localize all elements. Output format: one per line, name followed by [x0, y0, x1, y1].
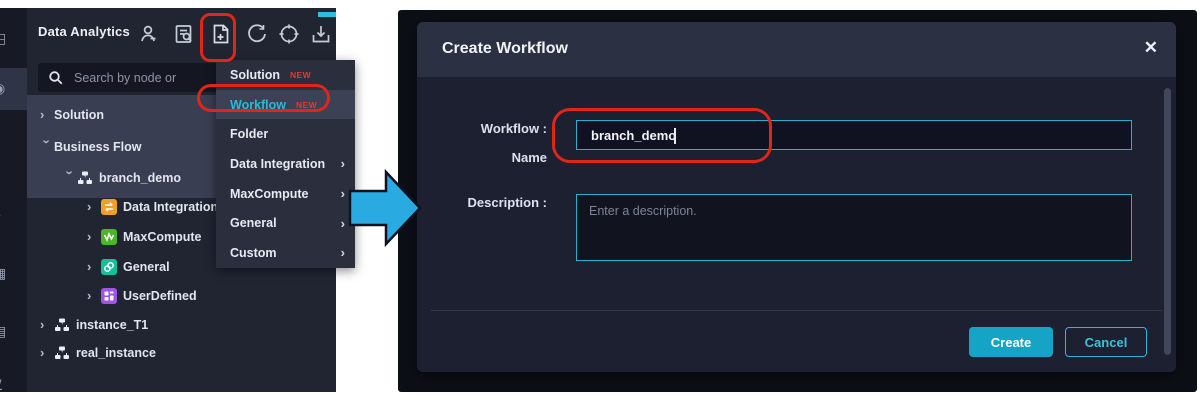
create-workflow-modal: Create Workflow ✕ Workflow : Name Descri…	[417, 22, 1176, 372]
rail-icon-7[interactable]: ⊻	[0, 375, 15, 395]
submenu-arrow-icon: ›	[340, 215, 345, 231]
tree-item-userdefined[interactable]: › UserDefined	[87, 287, 197, 304]
tree-item-real-instance[interactable]: › real_instance	[40, 344, 156, 361]
sitemap-icon	[54, 317, 70, 333]
tree-item-instance-t1[interactable]: › instance_T1	[40, 316, 149, 333]
rail-active-highlight	[0, 68, 27, 110]
rail-icon-1[interactable]: ◳	[0, 28, 15, 48]
workflow-name-input[interactable]	[577, 126, 1057, 144]
userdefined-icon	[101, 288, 117, 304]
description-input[interactable]	[577, 195, 1131, 260]
text-caret	[674, 128, 676, 144]
tree-item-maxcompute[interactable]: › MaxCompute	[87, 228, 202, 245]
chevron-down-icon[interactable]: ›	[39, 139, 55, 144]
maxcompute-icon	[101, 229, 117, 245]
tree-item-business-flow[interactable]: › Business Flow	[39, 139, 142, 154]
create-context-menu: Solution NEW Workflow NEW Folder Data In…	[216, 60, 355, 268]
chevron-right-icon[interactable]: ›	[40, 344, 45, 360]
workflow-name-label: Workflow : Name	[480, 121, 547, 165]
footer-divider	[431, 310, 1162, 311]
left-icon-rail: ◳ ◉ ⌕ ◔ ▦ ▤ ⊻	[0, 8, 27, 395]
modal-header: Create Workflow ✕	[417, 22, 1176, 77]
search-input[interactable]	[72, 69, 252, 86]
description-field	[576, 194, 1132, 261]
menu-item-data-integration[interactable]: Data Integration ›	[230, 156, 345, 172]
new-file-icon[interactable]	[209, 22, 233, 46]
transition-arrow	[348, 168, 422, 248]
new-badge: NEW	[296, 99, 318, 110]
general-icon	[101, 259, 117, 275]
sitemap-icon	[77, 170, 93, 186]
chevron-right-icon[interactable]: ›	[40, 106, 45, 122]
rail-icon-5[interactable]: ▦	[0, 263, 15, 283]
cancel-button[interactable]: Cancel	[1065, 327, 1147, 357]
menu-item-custom[interactable]: Custom ›	[230, 245, 345, 261]
rail-icon-6[interactable]: ▤	[0, 321, 15, 341]
checklist-search-icon[interactable]	[172, 22, 196, 46]
import-icon[interactable]	[309, 22, 333, 46]
modal-backdrop: Create Workflow ✕ Workflow : Name Descri…	[398, 10, 1197, 392]
submenu-arrow-icon: ›	[340, 186, 345, 202]
crosshair-icon[interactable]	[277, 22, 301, 46]
chevron-right-icon[interactable]: ›	[87, 198, 92, 214]
data-integration-icon	[101, 199, 117, 215]
chevron-right-icon[interactable]: ›	[87, 287, 92, 303]
search-icon	[49, 70, 63, 84]
modal-title: Create Workflow	[442, 40, 568, 57]
workflow-name-field	[576, 120, 1132, 150]
rail-icon-4[interactable]: ◔	[0, 205, 15, 225]
submenu-arrow-icon: ›	[340, 245, 345, 261]
menu-item-general[interactable]: General ›	[230, 215, 345, 231]
tree-item-data-integration[interactable]: › Data Integration	[87, 198, 219, 215]
menu-item-maxcompute[interactable]: MaxCompute ›	[230, 186, 345, 202]
close-icon[interactable]: ✕	[1143, 38, 1158, 57]
rail-icon-3[interactable]: ⌕	[0, 145, 15, 165]
tree-item-solution[interactable]: › Solution	[40, 106, 104, 123]
description-label: Description :	[467, 195, 547, 210]
new-badge: NEW	[290, 69, 312, 80]
chevron-right-icon[interactable]: ›	[87, 228, 92, 244]
chevron-down-icon[interactable]: ›	[62, 170, 78, 175]
menu-item-solution[interactable]: Solution NEW	[230, 67, 312, 82]
panel-title: Data Analytics	[38, 24, 130, 39]
user-icon[interactable]	[137, 22, 161, 46]
panel-scroll-indicator[interactable]	[318, 12, 336, 17]
tree-item-general[interactable]: › General	[87, 258, 170, 275]
tree-item-branch-demo[interactable]: › branch_demo	[62, 170, 181, 186]
sitemap-icon	[54, 345, 70, 361]
menu-item-workflow[interactable]: Workflow NEW	[216, 89, 355, 120]
chevron-right-icon[interactable]: ›	[87, 258, 92, 274]
chevron-right-icon[interactable]: ›	[40, 316, 45, 332]
create-button[interactable]: Create	[969, 327, 1053, 357]
modal-scrollbar-thumb[interactable]	[1164, 88, 1171, 355]
data-analytics-panel: Data Analytics	[27, 8, 355, 392]
refresh-icon[interactable]	[245, 22, 269, 46]
submenu-arrow-icon: ›	[340, 156, 345, 172]
menu-item-folder[interactable]: Folder	[230, 127, 269, 142]
rail-icon-2[interactable]: ◉	[0, 78, 15, 98]
